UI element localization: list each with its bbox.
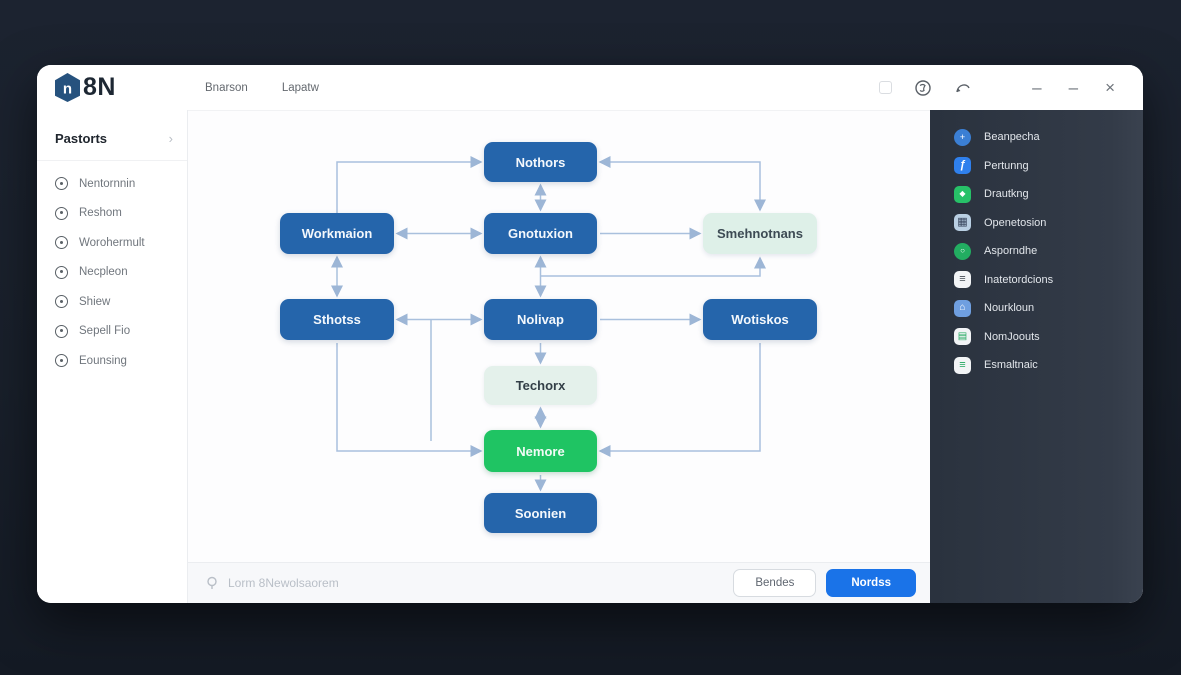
flow-node-workmaion[interactable]: Workmaion (280, 213, 394, 254)
workflow-canvas[interactable]: Nothors Workmaion Gnotuxion Smehnotnans … (188, 110, 930, 562)
logo-text: 8N (83, 73, 116, 101)
diamond-icon: ◆ (954, 185, 971, 203)
plus-circle-icon: + (954, 128, 971, 146)
flow-node-techorx[interactable]: Techorx (484, 366, 597, 405)
sidebar-item-worohermult[interactable]: Worohermult (37, 228, 187, 258)
logo-hexagon-icon: n (55, 73, 80, 102)
sidebar-item-reshom[interactable]: Reshom (37, 199, 187, 229)
function-icon: ƒ (954, 157, 971, 175)
flow-node-nothors[interactable]: Nothors (484, 142, 597, 182)
panel-item-inatetordcions[interactable]: ≡ Inatetordcions (930, 266, 1143, 295)
nordss-button[interactable]: Nordss (826, 569, 916, 597)
target-icon (55, 177, 68, 191)
app-window: n 8N Bnarson Lapatw – – × (37, 65, 1143, 603)
search-icon (207, 576, 217, 589)
target-icon (55, 354, 68, 368)
sidebar-title: Pastorts (55, 131, 108, 146)
menu-item-lapatw[interactable]: Lapatw (281, 81, 319, 94)
globe-icon[interactable] (914, 79, 932, 97)
connector-lines (331, 156, 766, 492)
flow-node-smehnotnans[interactable]: Smehnotnans (703, 213, 817, 254)
flow-node-nemore[interactable]: Nemore (484, 430, 597, 472)
panel-item-esmaltnaic[interactable]: ≡ Esmaltnaic (930, 351, 1143, 380)
close-button[interactable]: × (1105, 78, 1115, 97)
top-menu: Bnarson Lapatw (188, 82, 319, 94)
top-bar: n 8N Bnarson Lapatw – – × (37, 65, 1143, 110)
document-icon: ▤ (954, 328, 971, 346)
app-logo: n 8N (37, 72, 188, 103)
flow-node-soonien[interactable]: Soonien (484, 493, 597, 533)
target-icon (55, 206, 68, 220)
left-sidebar: Pastorts › Nentornnin Reshom Worohermult… (37, 110, 188, 603)
panel-item-openetosion[interactable]: ▦ Openetosion (930, 209, 1143, 238)
target-icon (55, 236, 68, 250)
flow-node-sthotss[interactable]: Sthotss (280, 299, 394, 340)
list-icon: ≡ (954, 356, 971, 374)
topbar-icon-group (879, 79, 972, 97)
svg-text:n: n (63, 81, 72, 98)
grid-icon: ▦ (954, 214, 971, 232)
share-icon[interactable] (954, 80, 972, 96)
search-input[interactable] (228, 576, 528, 590)
target-icon (55, 265, 68, 279)
menu-item-bnarson[interactable]: Bnarson (205, 81, 248, 94)
sidebar-item-eounsing[interactable]: Eounsing (37, 346, 187, 376)
sidebar-item-necpleon[interactable]: Necpleon (37, 258, 187, 288)
window-controls: – – × (1032, 79, 1115, 96)
target-icon (55, 295, 68, 309)
panel-item-drautkng[interactable]: ◆ Drautkng (930, 180, 1143, 209)
search-wrap (206, 576, 723, 590)
chevron-right-icon[interactable]: › (168, 131, 173, 146)
flow-node-wotiskos[interactable]: Wotiskos (703, 299, 817, 340)
minimize-button[interactable]: – (1032, 78, 1042, 97)
bendes-button[interactable]: Bendes (733, 569, 817, 597)
sidebar-list: Nentornnin Reshom Worohermult Necpleon S… (37, 161, 187, 376)
panel-item-nomjoouts[interactable]: ▤ NomJoouts (930, 323, 1143, 352)
panel-item-beanpecha[interactable]: + Beanpecha (930, 123, 1143, 152)
ring-circle-icon: ○ (954, 242, 971, 260)
panel-item-asporndhe[interactable]: ○ Asporndhe (930, 237, 1143, 266)
target-icon (55, 324, 68, 338)
sidebar-item-nentornnin[interactable]: Nentornnin (37, 169, 187, 199)
sidebar-item-shiew[interactable]: Shiew (37, 287, 187, 317)
panel-toggle-icon[interactable] (879, 81, 893, 94)
sidebar-header: Pastorts › (37, 110, 187, 161)
sidebar-item-sepell-fio[interactable]: Sepell Fio (37, 317, 187, 347)
maximize-button[interactable]: – (1068, 78, 1079, 97)
panel-item-pertunng[interactable]: ƒ Pertunng (930, 152, 1143, 181)
flow-node-gnotuxion[interactable]: Gnotuxion (484, 213, 597, 254)
panel-item-nourkloun[interactable]: ⌂ Nourkloun (930, 294, 1143, 323)
flow-node-nolivap[interactable]: Nolivap (484, 299, 597, 340)
home-icon: ⌂ (954, 299, 971, 317)
footer-bar: Bendes Nordss (188, 562, 930, 603)
right-panel: + Beanpecha ƒ Pertunng ◆ Drautkng ▦ Open… (930, 110, 1143, 603)
sliders-icon: ≡ (954, 271, 971, 289)
